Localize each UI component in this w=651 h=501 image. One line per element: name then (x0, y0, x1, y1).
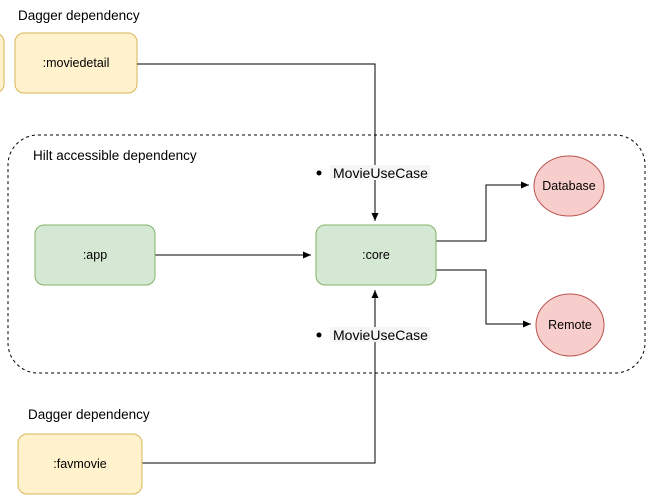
app-label: :app (83, 248, 107, 262)
node-database: Database (533, 155, 605, 217)
hilt-container-label: Hilt accessible dependency (33, 148, 197, 163)
moviedetail-box (14, 32, 138, 94)
edge-favmovie-to-core (142, 290, 379, 464)
hilt-container-box (7, 134, 646, 374)
bullet-bottom-label: MovieUseCase (333, 327, 428, 343)
core-label: :core (362, 248, 390, 262)
node-app: :app (34, 224, 156, 286)
clipped-module-box (0, 33, 5, 93)
remote-ellipse (535, 293, 605, 357)
favmovie-label: :favmovie (53, 457, 107, 471)
remote-label: Remote (548, 318, 592, 332)
annotation-movieusecase-top: MovieUseCase (316, 165, 430, 181)
annotation-movieusecase-bottom: MovieUseCase (316, 327, 430, 343)
app-box (34, 224, 156, 286)
node-remote: Remote (535, 293, 605, 357)
moviedetail-label: :moviedetail (43, 56, 110, 70)
edge-moviedetail-to-core (137, 63, 379, 221)
node-moviedetail: :moviedetail (14, 32, 138, 94)
database-ellipse (533, 155, 605, 217)
bullet-top-dot (316, 170, 322, 176)
dagger-top-label: Dagger dependency (18, 8, 140, 23)
bullet-top-label: MovieUseCase (333, 165, 428, 181)
bullet-bottom-bg (330, 327, 430, 342)
node-core: :core (315, 224, 437, 286)
edge-core-to-remote (436, 269, 531, 328)
dagger-bottom-label: Dagger dependency (28, 407, 150, 422)
edge-core-to-database (436, 181, 529, 242)
core-box (315, 224, 437, 286)
bullet-top-bg (330, 165, 430, 180)
node-favmovie: :favmovie (17, 433, 143, 495)
favmovie-box (17, 433, 143, 495)
bullet-bottom-dot (316, 332, 322, 338)
database-label: Database (542, 179, 596, 193)
